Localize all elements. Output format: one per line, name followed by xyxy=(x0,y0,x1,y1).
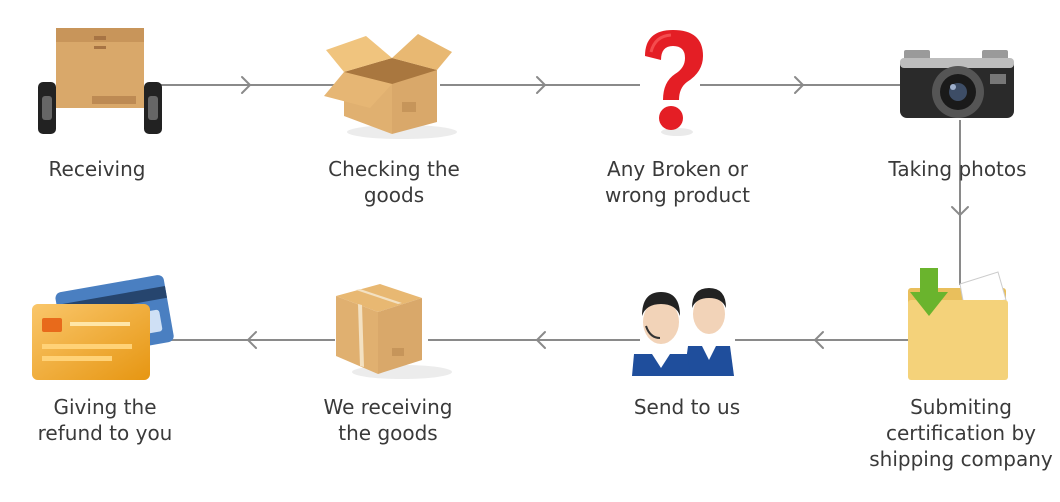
label-receiving: Receiving xyxy=(47,156,147,182)
label-line: Checking the xyxy=(328,157,460,181)
box-on-wheels-icon xyxy=(38,28,162,134)
label-we-receiving: We receiving the goods xyxy=(313,394,463,446)
label-line: We receiving xyxy=(323,395,453,419)
label-line: shipping company xyxy=(869,447,1053,471)
camera-icon xyxy=(900,50,1014,118)
chevron-down-icon xyxy=(951,206,969,217)
label-checking: Checking the goods xyxy=(319,156,469,208)
chevron-right-icon xyxy=(241,76,252,94)
chevron-right-icon xyxy=(536,76,547,94)
label-line: Taking photos xyxy=(888,157,1027,181)
label-send: Send to us xyxy=(622,394,752,420)
label-refund: Giving the refund to you xyxy=(35,394,175,446)
label-line: certification by xyxy=(886,421,1036,445)
chevron-left-icon xyxy=(535,331,546,349)
label-line: wrong product xyxy=(604,183,751,207)
question-mark-icon xyxy=(645,30,703,136)
label-line: refund to you xyxy=(37,421,173,445)
label-broken: Any Broken or wrong product xyxy=(595,156,760,208)
sealed-box-icon xyxy=(336,284,452,379)
chevron-left-icon xyxy=(246,331,257,349)
chevron-left-icon xyxy=(813,331,824,349)
label-line: the goods xyxy=(338,421,438,445)
credit-cards-icon xyxy=(32,275,174,380)
label-line: Receiving xyxy=(48,157,146,181)
folder-download-icon xyxy=(908,268,1008,380)
label-line: Submiting xyxy=(910,395,1012,419)
support-agents-icon xyxy=(632,288,734,376)
open-box-icon xyxy=(324,34,457,139)
label-line: Giving the xyxy=(53,395,157,419)
label-line: Any Broken or xyxy=(607,157,748,181)
chevron-right-icon xyxy=(794,76,805,94)
label-photos: Taking photos xyxy=(880,156,1035,182)
label-line: goods xyxy=(363,183,425,207)
label-submitting: Submiting certification by shipping comp… xyxy=(866,394,1056,472)
label-line: Send to us xyxy=(633,395,741,419)
